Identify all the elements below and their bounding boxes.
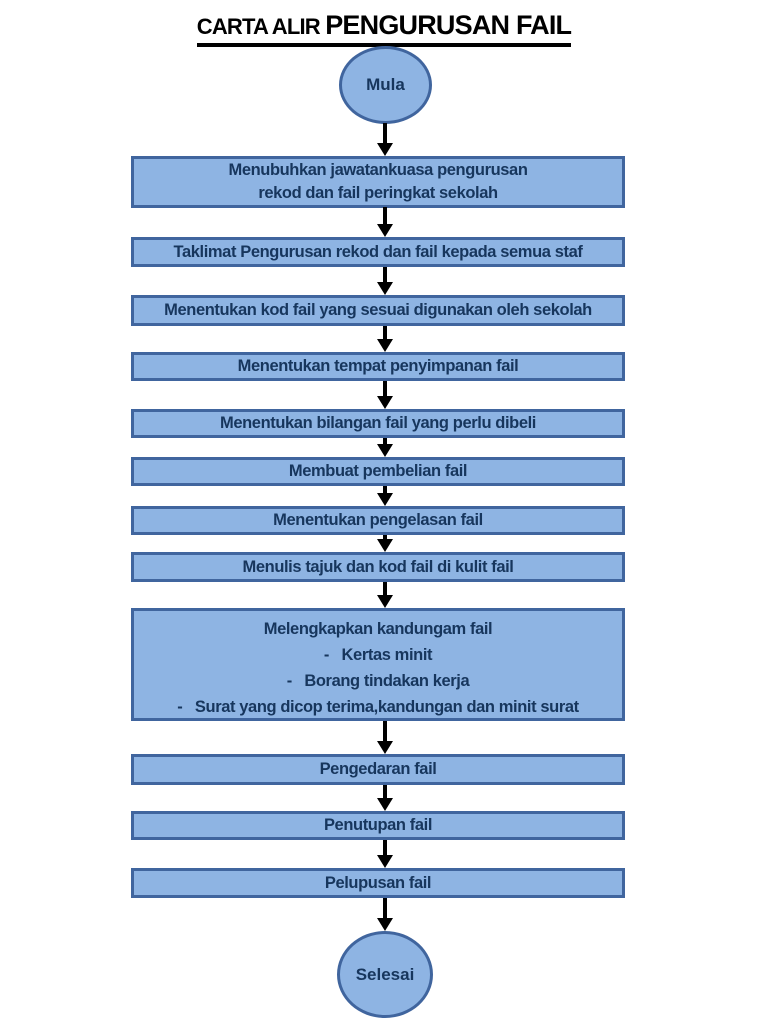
flow-step-9: Melengkapkan kandungam fail - Kertas min… [131, 608, 625, 721]
page-title-text: CARTA ALIR PENGURUSAN FAIL [196, 10, 572, 47]
flow-arrow [376, 582, 394, 608]
flow-arrow [376, 267, 394, 295]
flow-arrow [376, 486, 394, 506]
step-line: Pengedaran fail [319, 760, 437, 778]
flow-arrow [376, 898, 394, 931]
step-line: Menulis tajuk dan kod fail di kulit fail [242, 557, 514, 576]
end-node: Selesai [337, 931, 433, 1018]
flow-arrow [376, 326, 394, 352]
step-bullet-line: - Kertas minit [323, 646, 433, 664]
flow-step-4: Menentukan tempat penyimpanan fail [131, 352, 625, 381]
step-line: Penutupan fail [323, 816, 433, 834]
step-line: Pelupusan fail [324, 873, 432, 892]
end-node-label: Selesai [355, 964, 415, 984]
flow-arrow [376, 438, 394, 457]
page-title: CARTA ALIR PENGURUSAN FAIL [0, 10, 768, 47]
flow-step-10: Pengedaran fail [131, 754, 625, 785]
step-line: Menubuhkan jawatankuasa pengurusan [228, 161, 528, 179]
step-line: Melengkapkan kandungam fail [263, 620, 493, 638]
flow-arrow [376, 207, 394, 237]
step-line: Membuat pembelian fail [288, 462, 468, 480]
flow-step-7: Menentukan pengelasan fail [131, 506, 625, 535]
flow-step-11: Penutupan fail [131, 811, 625, 840]
flow-step-6: Membuat pembelian fail [131, 457, 625, 486]
step-line: Menentukan bilangan fail yang perlu dibe… [220, 414, 536, 432]
flow-arrow [376, 535, 394, 552]
step-bullet-line: - Surat yang dicop terima,kandungan dan … [177, 698, 579, 716]
flow-step-8: Menulis tajuk dan kod fail di kulit fail [131, 552, 625, 582]
flow-arrow [376, 123, 394, 156]
flow-step-1: Menubuhkan jawatankuasa pengurusan rekod… [131, 156, 625, 208]
step-line: Taklimat Pengurusan rekod dan fail kepad… [173, 242, 583, 261]
step-line: Menentukan kod fail yang sesuai digunaka… [164, 301, 592, 319]
start-node-label: Mula [366, 75, 405, 94]
title-part-1: CARTA ALIR [196, 14, 326, 39]
step-line: rekod dan fail peringkat sekolah [258, 184, 498, 202]
flow-step-5: Menentukan bilangan fail yang perlu dibe… [131, 409, 625, 438]
flow-arrow [376, 785, 394, 811]
step-line: Menentukan tempat penyimpanan fail [237, 357, 519, 375]
flow-arrow [376, 840, 394, 868]
step-bullet-line: - Borang tindakan kerja [286, 672, 470, 690]
flow-step-3: Menentukan kod fail yang sesuai digunaka… [131, 295, 625, 326]
flow-step-12: Pelupusan fail [131, 868, 625, 898]
flow-arrow [376, 381, 394, 409]
flow-step-2: Taklimat Pengurusan rekod dan fail kepad… [131, 237, 625, 267]
step-line: Menentukan pengelasan fail [273, 511, 483, 529]
title-part-2: PENGURUSAN FAIL [325, 10, 572, 40]
start-node: Mula [339, 46, 432, 124]
flow-arrow [376, 721, 394, 754]
